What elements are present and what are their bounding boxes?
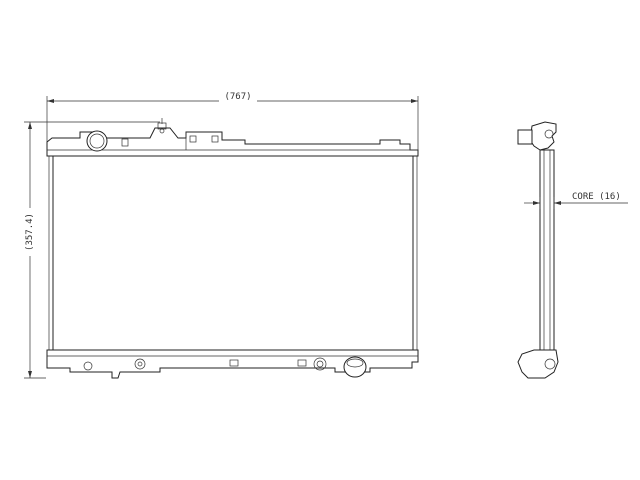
top-tank <box>46 118 419 157</box>
height-dimension: (357.4) <box>22 121 160 379</box>
core-dimension: CORE (16) <box>524 192 628 209</box>
upper-hose-neck <box>517 129 533 145</box>
radiator-side-view: CORE (16) <box>517 121 628 379</box>
radiator-front-view: (767) (357.4) <box>22 90 419 379</box>
core-dimension-label: CORE (16) <box>572 192 621 202</box>
radiator-cap <box>86 130 108 152</box>
radiator-core <box>48 155 418 351</box>
bottom-tank <box>46 349 419 379</box>
width-dimension-label: (767) <box>224 92 251 102</box>
lower-outlet-pipe <box>343 356 367 378</box>
width-dimension: (767) <box>46 90 419 150</box>
height-dimension-label: (357.4) <box>25 213 35 251</box>
